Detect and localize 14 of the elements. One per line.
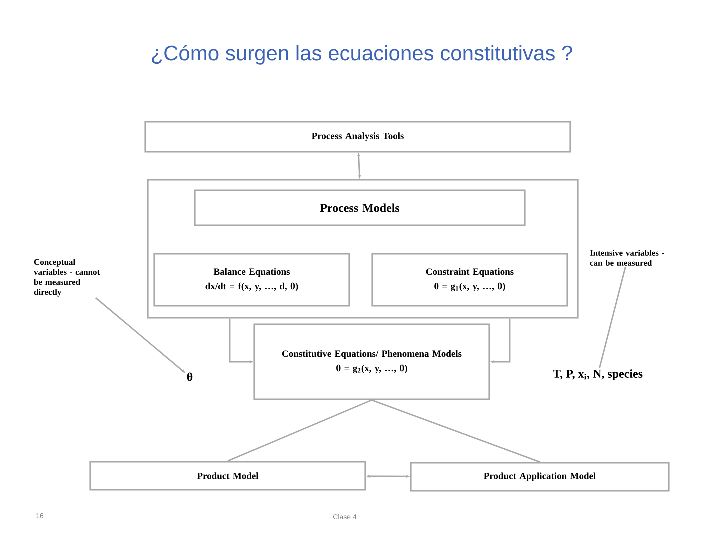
- slide-title: ¿Cómo surgen las ecuaciones constitutivas ?: [152, 45, 572, 65]
- symbol-text: θ: [187, 372, 193, 382]
- heading-box: Process Models: [194, 190, 526, 226]
- equation-box: Constraint Equations 0 = g$_{1}$(x, y, …, θ): [372, 253, 568, 307]
- process-box: Product Model: [90, 461, 366, 491]
- process-box: Process Analysis Tools: [144, 121, 572, 153]
- model-frame: [147, 179, 579, 319]
- process-box: Constitutive Equations/ Phenomena Models θ = g$_{2}$(x, y, …, θ): [254, 324, 490, 400]
- variable-text: T, P, x$_{i}$, N, species: [553, 370, 643, 380]
- equation-box: Balance Equations dx/dt = f(x, y, …, d, θ): [154, 253, 350, 307]
- note-text: Intensive variables - can be measured: [590, 250, 664, 266]
- note-text: Conceptual variables - cannot be measured directly: [34, 259, 100, 297]
- leader-line: [599, 267, 626, 369]
- process-box: Product Application Model: [410, 462, 670, 492]
